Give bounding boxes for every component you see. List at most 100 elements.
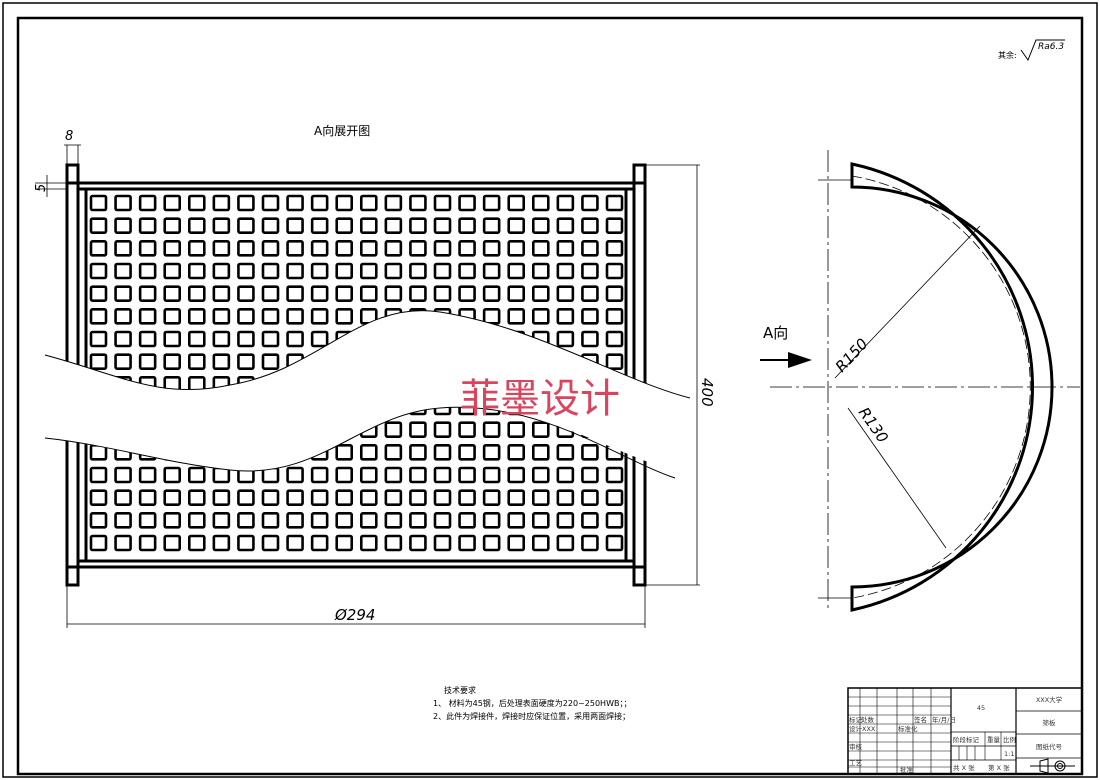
square-hole: [261, 308, 280, 325]
tb-label: 签名: [914, 715, 927, 724]
square-hole: [409, 534, 427, 552]
tech-req-title: 技术要求: [444, 685, 476, 695]
square-hole: [507, 285, 526, 302]
square-hole: [212, 217, 231, 234]
square-hole: [482, 512, 501, 529]
tb-label: 年/月/日: [932, 715, 956, 724]
tb-label: 阶段标记: [953, 735, 980, 744]
square-hole: [335, 444, 354, 461]
square-hole: [581, 489, 599, 506]
square-hole: [237, 512, 255, 529]
tb-material: 45: [977, 704, 985, 712]
square-hole: [286, 262, 304, 280]
square-hole: [114, 489, 132, 506]
square-hole: [335, 466, 354, 484]
square-hole: [89, 262, 108, 280]
square-hole: [507, 466, 526, 484]
square-hole: [581, 285, 599, 302]
square-hole: [237, 489, 255, 506]
square-hole: [212, 308, 231, 325]
square-hole: [310, 262, 329, 280]
square-hole: [531, 285, 550, 302]
square-hole: [286, 330, 304, 348]
square-hole: [212, 534, 231, 552]
square-hole: [359, 217, 378, 234]
view-arrow-icon: [788, 352, 812, 368]
square-hole: [335, 240, 354, 257]
tb-label: 处数: [861, 715, 875, 724]
square-hole: [581, 512, 599, 529]
square-hole: [531, 308, 550, 325]
square-hole: [556, 217, 575, 234]
square-hole: [212, 285, 231, 302]
square-hole: [433, 534, 452, 552]
square-hole: [187, 489, 206, 506]
square-hole: [482, 262, 501, 280]
square-hole: [409, 421, 427, 438]
square-hole: [384, 240, 403, 257]
square-hole: [581, 444, 599, 461]
square-hole: [138, 308, 157, 325]
square-hole: [581, 194, 599, 212]
tb-sheets: 共 X 张: [953, 763, 975, 772]
square-hole: [581, 534, 599, 552]
square-hole: [458, 466, 476, 484]
square-hole: [359, 512, 378, 529]
square-hole: [433, 421, 452, 438]
square-hole: [359, 262, 378, 280]
square-hole: [310, 285, 329, 302]
square-hole: [237, 217, 255, 234]
dim-height: 400: [698, 378, 716, 407]
square-hole: [507, 421, 526, 438]
square-hole: [507, 308, 526, 325]
square-hole: [433, 285, 452, 302]
square-hole: [114, 308, 132, 325]
square-hole: [335, 534, 354, 552]
square-hole: [163, 512, 182, 529]
square-hole: [212, 512, 231, 529]
square-hole: [335, 217, 354, 234]
square-hole: [89, 489, 108, 506]
square-hole: [138, 217, 157, 234]
square-hole: [286, 466, 304, 484]
square-hole: [261, 489, 280, 506]
square-hole: [482, 466, 501, 484]
tb-label: 标记: [849, 715, 863, 724]
square-hole: [556, 262, 575, 280]
square-hole: [261, 330, 280, 348]
square-hole: [581, 466, 599, 484]
square-hole: [482, 217, 501, 234]
square-hole: [187, 194, 206, 212]
tb-label: 批准: [900, 765, 914, 774]
square-hole: [605, 466, 624, 484]
square-hole: [138, 466, 157, 484]
square-hole: [335, 285, 354, 302]
dim-outer-radius: R150: [832, 335, 872, 376]
square-hole: [409, 240, 427, 257]
square-hole: [482, 534, 501, 552]
square-hole: [409, 217, 427, 234]
dim-flange: 5: [34, 184, 49, 192]
square-hole: [261, 194, 280, 212]
square-hole: [433, 489, 452, 506]
tb-label: 设计: [849, 724, 863, 733]
square-hole: [187, 512, 206, 529]
square-hole: [89, 330, 108, 348]
break-line-top: [44, 310, 691, 399]
square-hole: [237, 330, 255, 348]
square-hole: [556, 489, 575, 506]
square-hole: [138, 512, 157, 529]
square-hole: [458, 489, 476, 506]
square-hole: [187, 330, 206, 348]
square-hole: [482, 421, 501, 438]
square-hole: [187, 466, 206, 484]
square-hole: [237, 262, 255, 280]
square-hole: [237, 308, 255, 325]
square-hole: [187, 240, 206, 257]
square-hole: [286, 285, 304, 302]
square-hole: [163, 262, 182, 280]
break-line-bottom: [44, 406, 676, 479]
square-hole: [163, 353, 182, 370]
square-hole: [581, 262, 599, 280]
square-hole: [237, 353, 255, 370]
